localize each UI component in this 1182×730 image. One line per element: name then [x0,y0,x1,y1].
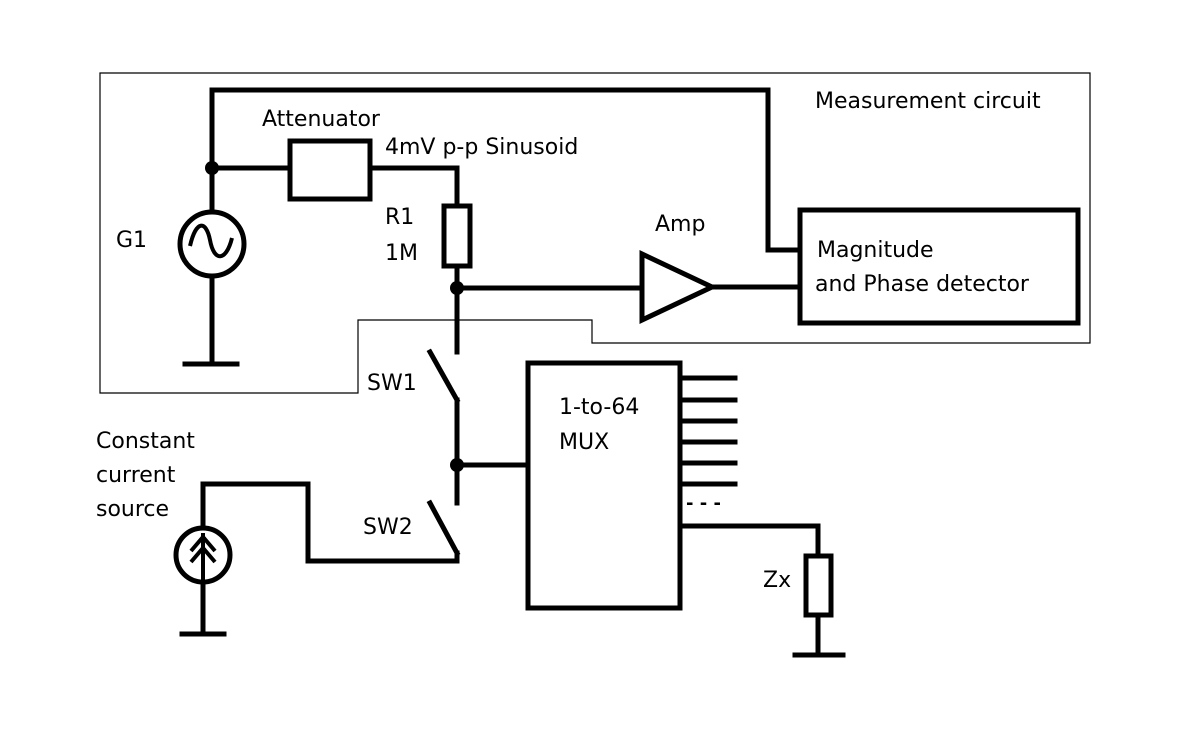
sinusoid-label: 4mV p-p Sinusoid [385,135,578,160]
sine-wave-icon [188,223,234,259]
ccs-label-line1: Constant [96,429,195,454]
detector-label-line1: Magnitude [817,238,934,263]
detector-box [797,207,1081,326]
amplifier [639,250,718,324]
switch-sw2 [426,499,461,557]
attenuator-box [287,138,373,202]
zx-label: Zx [763,568,791,593]
g1-label: G1 [116,228,147,253]
r1-value-label: 1M [385,241,418,266]
wire-sw2-ccs [200,481,460,564]
ccs-label-line2: current [96,463,176,488]
junction-dot [450,458,464,472]
measurement-circuit-boundary [99,72,1091,394]
junction-dot [205,161,219,175]
mux-label-line2: MUX [559,430,609,455]
mux-label-line1: 1-to-64 [559,395,639,420]
measurement-circuit-label: Measurement circuit [815,89,1041,114]
r1-name-label: R1 [385,205,414,230]
sw2-label: SW2 [363,515,413,540]
impedance-zx [803,553,834,618]
junction-dot [450,281,464,295]
detector-label-line2: and Phase detector [815,272,1030,297]
wire-attenuator-r1 [367,165,460,209]
current-arrow-icon [189,533,217,580]
mux-ellipsis: - - - [686,493,721,514]
wire-mux-zx [677,523,821,559]
resistor-r1 [441,203,473,269]
switch-sw1 [426,348,461,404]
sw1-label: SW1 [367,371,417,396]
attenuator-label: Attenuator [262,107,381,132]
ccs-label-line3: source [96,497,169,522]
mux-outputs [677,375,738,487]
amp-label: Amp [655,212,705,237]
wire-reference [209,87,803,253]
